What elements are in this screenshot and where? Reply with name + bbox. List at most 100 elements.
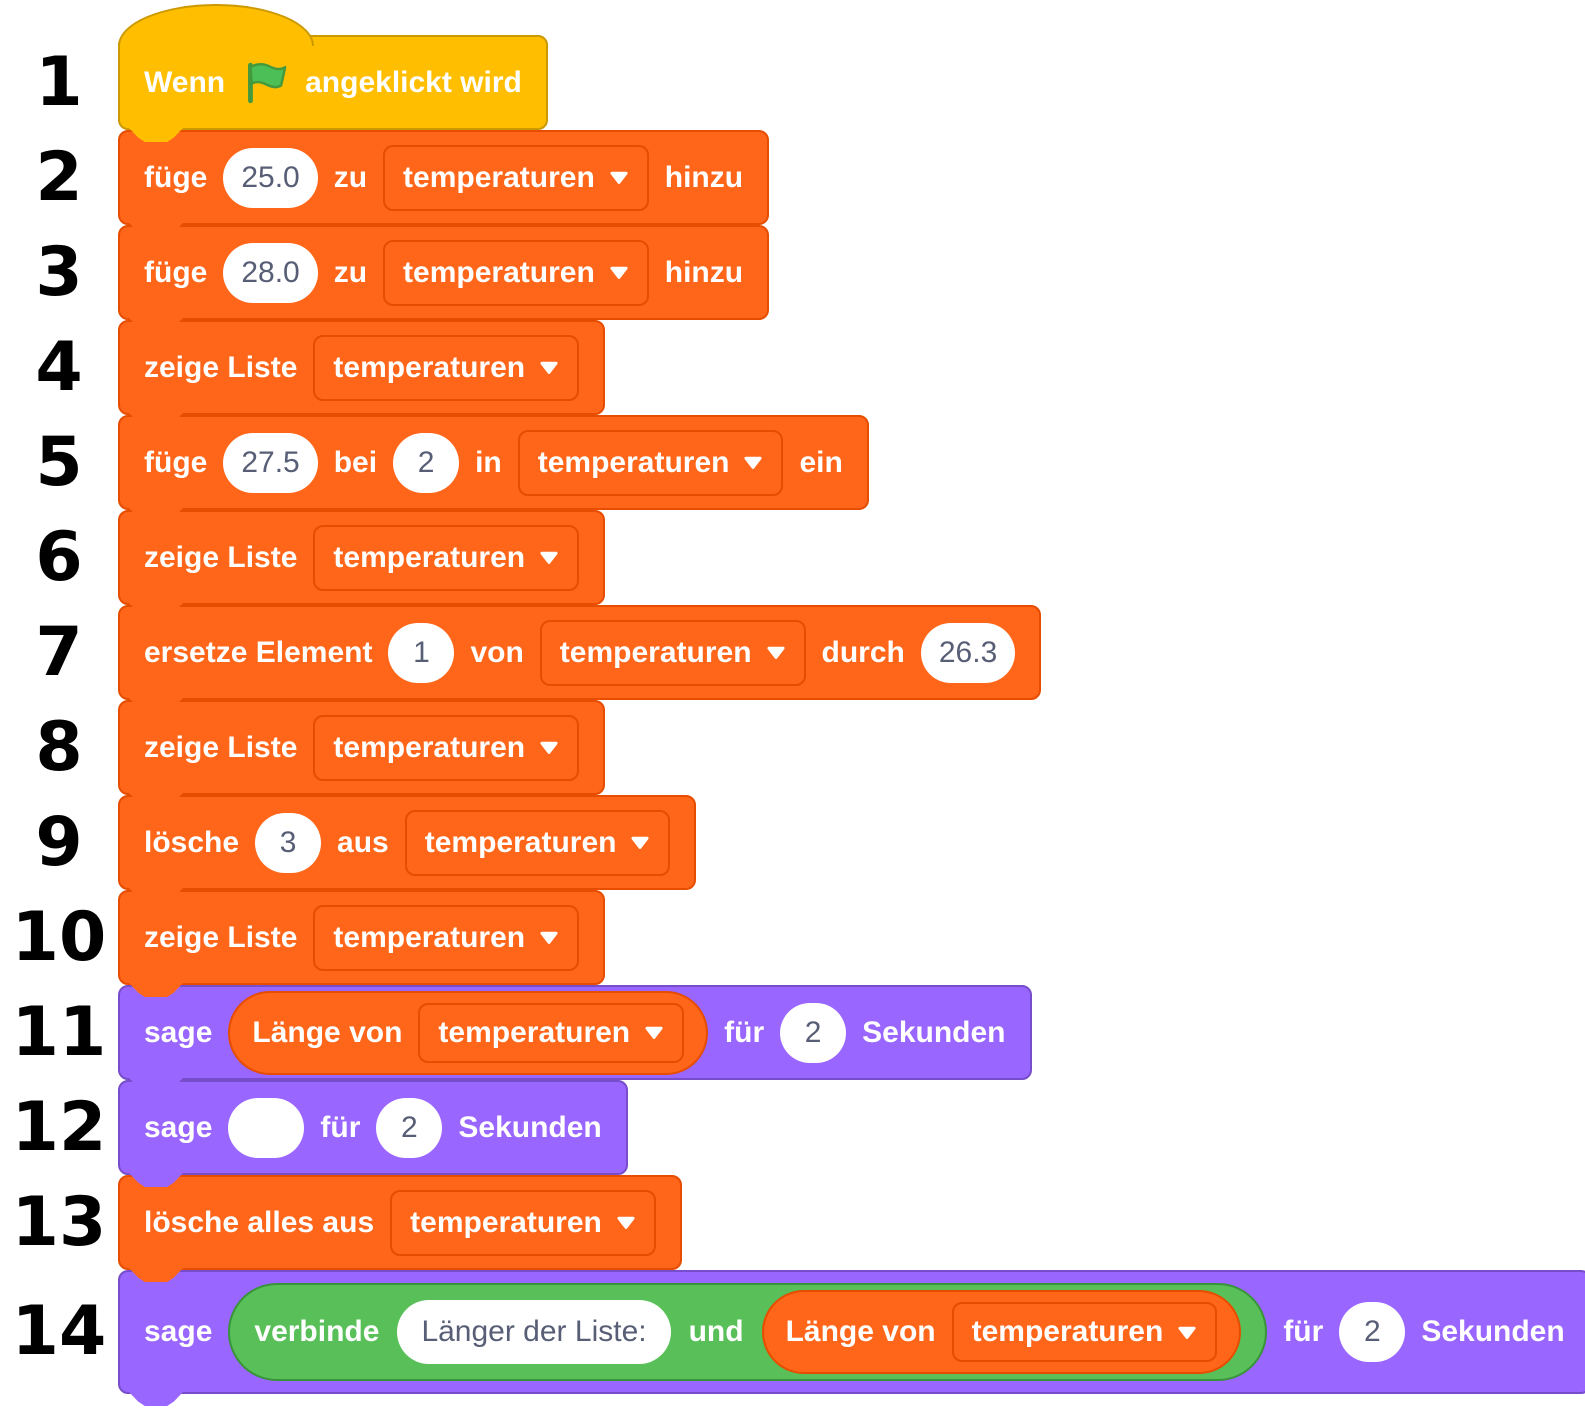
dropdown-value: temperaturen [438, 1015, 631, 1049]
block-replace-item[interactable]: ersetze Element 1 von temperaturen durch… [118, 605, 1042, 712]
block-say-for-seconds[interactable]: sage Länge von temperaturen für 2 Sekund… [118, 985, 1032, 1092]
block-say-for-seconds[interactable]: sage verbinde Länger der Liste: und Läng… [118, 1270, 1585, 1406]
chevron-down-icon [540, 931, 558, 944]
list-dropdown[interactable]: temperaturen [390, 1189, 656, 1256]
line-number: 8 [35, 707, 83, 787]
block-add-to-list[interactable]: füge 28.0 zu temperaturen hinzu [118, 225, 770, 332]
script-row-12: 12 sage für 2 Sekunden [0, 1080, 628, 1187]
list-dropdown[interactable]: temperaturen [313, 524, 580, 591]
block-say-for-seconds[interactable]: sage für 2 Sekunden [118, 1080, 628, 1187]
chevron-down-icon [1178, 1326, 1196, 1339]
reporter-length-of-list[interactable]: Länge von temperaturen [761, 1290, 1242, 1374]
block-label: zu [333, 255, 368, 289]
puzzle-tab [128, 1391, 184, 1406]
block-show-list[interactable]: zeige Liste temperaturen [118, 890, 606, 997]
list-dropdown[interactable]: temperaturen [313, 714, 580, 781]
block-label: sage [144, 1315, 213, 1348]
puzzle-tab [128, 1267, 184, 1282]
line-number: 3 [35, 232, 83, 312]
block-label: angeklickt wird [305, 65, 522, 99]
list-dropdown[interactable]: temperaturen [517, 429, 784, 496]
block-label: für [724, 1015, 765, 1049]
block-label: in [475, 445, 502, 479]
seconds-input[interactable]: 2 [780, 1002, 847, 1063]
join-label: verbinde [254, 1315, 380, 1348]
block-label: lösche [144, 825, 240, 859]
list-dropdown[interactable]: temperaturen [313, 334, 580, 401]
block-label: Sekunden [862, 1015, 1006, 1049]
block-label: hinzu [664, 255, 744, 289]
dropdown-value: temperaturen [333, 730, 526, 764]
chevron-down-icon [766, 646, 785, 659]
script-row-2: 2 füge 25.0 zu temperaturen hinzu [0, 130, 770, 237]
puzzle-tab [128, 792, 184, 807]
seconds-input[interactable]: 2 [1339, 1302, 1406, 1362]
line-number: 9 [35, 802, 83, 882]
block-add-to-list[interactable]: füge 25.0 zu temperaturen hinzu [118, 130, 770, 237]
puzzle-tab [128, 317, 184, 332]
value-input[interactable]: 26.3 [920, 622, 1016, 683]
block-label: zeige Liste [144, 540, 298, 574]
index-input[interactable]: 2 [393, 432, 460, 493]
script-row-7: 7 ersetze Element 1 von temperaturen dur… [0, 605, 1042, 712]
block-delete-all-of-list[interactable]: lösche alles aus temperaturen [118, 1175, 682, 1282]
list-dropdown[interactable]: temperaturen [404, 809, 671, 876]
block-when-flag-clicked[interactable]: Wenn angeklickt wird [118, 4, 548, 142]
block-insert-at-list[interactable]: füge 27.5 bei 2 in temperaturen ein [118, 415, 869, 522]
puzzle-tab [128, 222, 184, 237]
list-dropdown[interactable]: temperaturen [951, 1302, 1218, 1362]
block-label: durch [821, 635, 905, 669]
puzzle-tab [128, 127, 184, 142]
block-label: Sekunden [1421, 1315, 1565, 1348]
script-row-13: 13 lösche alles aus temperaturen [0, 1175, 682, 1282]
list-dropdown[interactable]: temperaturen [539, 619, 806, 686]
script-row-1: 1 Wenn angeklickt wird [0, 4, 548, 142]
chevron-down-icon [540, 361, 558, 374]
block-label: aus [337, 825, 389, 859]
chevron-down-icon [540, 741, 558, 754]
line-number: 7 [35, 612, 83, 692]
join-label: und [688, 1315, 744, 1348]
reporter-label: Länge von [252, 1015, 403, 1049]
chevron-down-icon [645, 1026, 663, 1039]
reporter-length-of-list[interactable]: Länge von temperaturen [228, 990, 709, 1075]
script-row-14: 14 sage verbinde Länger der Liste: und L… [0, 1270, 1585, 1406]
index-input[interactable]: 1 [388, 622, 455, 683]
value-input[interactable]: 25.0 [223, 147, 318, 208]
value-input[interactable]: 28.0 [223, 242, 318, 303]
hat-dome [118, 4, 314, 46]
block-show-list[interactable]: zeige Liste temperaturen [118, 320, 606, 427]
reporter-label: Länge von [785, 1315, 936, 1348]
block-show-list[interactable]: zeige Liste temperaturen [118, 510, 606, 617]
join-text-input[interactable]: Länger der Liste: [397, 1300, 671, 1364]
line-number: 13 [11, 1182, 107, 1262]
list-dropdown[interactable]: temperaturen [418, 1002, 685, 1063]
puzzle-tab [128, 602, 184, 617]
dropdown-value: temperaturen [403, 255, 595, 289]
operator-join-block[interactable]: verbinde Länger der Liste: und Länge von… [228, 1283, 1268, 1381]
value-input[interactable]: 27.5 [223, 432, 318, 493]
chevron-down-icon [610, 171, 628, 184]
script-row-11: 11 sage Länge von temperaturen für 2 Sek… [0, 985, 1032, 1092]
dropdown-value: temperaturen [971, 1315, 1164, 1348]
list-dropdown[interactable]: temperaturen [383, 144, 649, 211]
chevron-down-icon [610, 266, 628, 279]
list-dropdown[interactable]: temperaturen [383, 239, 649, 306]
dropdown-value: temperaturen [333, 920, 526, 954]
line-number: 6 [35, 517, 83, 597]
block-show-list[interactable]: zeige Liste temperaturen [118, 700, 606, 807]
block-label: zeige Liste [144, 350, 298, 384]
block-delete-from-list[interactable]: lösche 3 aus temperaturen [118, 795, 697, 902]
script-row-3: 3 füge 28.0 zu temperaturen hinzu [0, 225, 770, 332]
seconds-input[interactable]: 2 [376, 1097, 443, 1158]
list-dropdown[interactable]: temperaturen [313, 904, 580, 971]
block-label: füge [144, 255, 208, 289]
puzzle-tab [128, 1077, 184, 1092]
puzzle-tab [128, 412, 184, 427]
message-input[interactable] [228, 1097, 305, 1158]
chevron-down-icon [617, 1216, 635, 1229]
chevron-down-icon [540, 551, 558, 564]
green-flag-icon [248, 62, 287, 103]
index-input[interactable]: 3 [255, 812, 322, 873]
chevron-down-icon [744, 456, 763, 469]
